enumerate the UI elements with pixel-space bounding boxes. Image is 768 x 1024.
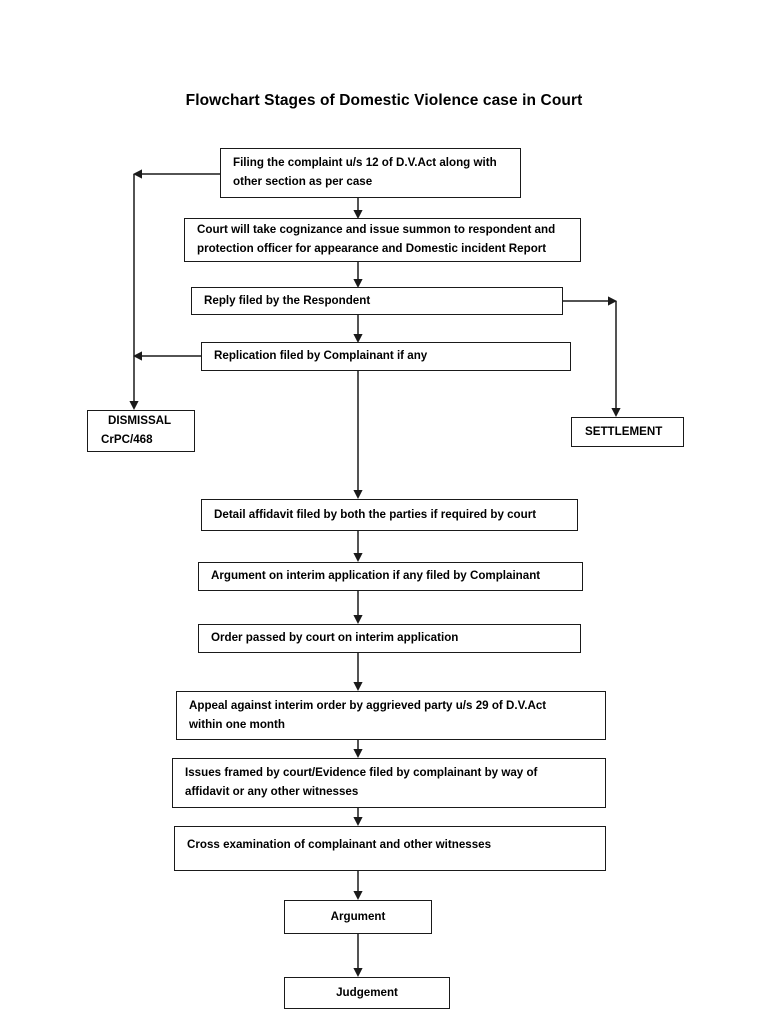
arrowhead-cross — [353, 817, 363, 826]
node-line: Issues framed by court/Evidence filed by… — [185, 766, 538, 780]
node-replication-filed[interactable]: Replication filed by Complainant if any — [201, 342, 571, 371]
node-detail-affidavit[interactable]: Detail affidavit filed by both the parti… — [201, 499, 578, 531]
arrowhead-left-rail-mid — [133, 351, 142, 361]
arrowhead-right-rail-top — [608, 296, 617, 306]
node-line: Filing the complaint u/s 12 of D.V.Act a… — [233, 156, 497, 170]
node-settlement[interactable]: SETTLEMENT — [571, 417, 684, 447]
arrowhead-order-passed — [353, 615, 363, 624]
arrowhead-argument-interim — [353, 553, 363, 562]
node-line: Court will take cognizance and issue sum… — [197, 223, 556, 237]
node-line: within one month — [189, 717, 285, 731]
node-argument[interactable]: Argument — [284, 900, 432, 934]
arrowhead-left-rail-top — [133, 169, 142, 179]
node-filing-complaint[interactable]: Filing the complaint u/s 12 of D.V.Act a… — [220, 148, 521, 198]
arrowhead-appeal — [353, 682, 363, 691]
node-order-passed-interim[interactable]: Order passed by court on interim applica… — [198, 624, 581, 653]
node-line: SETTLEMENT — [585, 424, 663, 438]
arrowhead-settlement — [611, 408, 621, 417]
node-line: CrPC/468 — [101, 433, 153, 446]
node-court-cognizance[interactable]: Court will take cognizance and issue sum… — [184, 218, 581, 262]
node-issues-framed-evidence[interactable]: Issues framed by court/Evidence filed by… — [172, 758, 606, 808]
node-line: other section as per case — [233, 175, 373, 188]
arrowhead-issues — [353, 749, 363, 758]
arrowhead-dismissal — [129, 401, 139, 410]
node-appeal-interim-order[interactable]: Appeal against interim order by aggrieve… — [176, 691, 606, 740]
node-line: Reply filed by the Respondent — [204, 293, 371, 307]
node-line: Judgement — [336, 985, 398, 999]
node-line: Order passed by court on interim applica… — [211, 631, 459, 645]
node-line: protection officer for appearance and Do… — [197, 242, 547, 255]
node-argument-interim-application[interactable]: Argument on interim application if any f… — [198, 562, 583, 591]
node-line: Cross examination of complainant and oth… — [187, 838, 492, 851]
node-cross-examination[interactable]: Cross examination of complainant and oth… — [174, 826, 606, 871]
node-line: Appeal against interim order by aggrieve… — [189, 698, 547, 712]
node-line: Detail affidavit filed by both the parti… — [214, 507, 537, 521]
node-dismissal[interactable]: DISMISSAL CrPC/468 — [87, 410, 195, 452]
node-judgement[interactable]: Judgement — [284, 977, 450, 1009]
node-line: Replication filed by Complainant if any — [214, 349, 428, 363]
node-line: Argument on interim application if any f… — [211, 569, 541, 583]
node-line: affidavit or any other witnesses — [185, 785, 359, 798]
arrowhead-judgement — [353, 968, 363, 977]
node-line: Argument — [330, 909, 386, 923]
arrowhead-argument — [353, 891, 363, 900]
node-line: DISMISSAL — [108, 414, 172, 428]
page-title: Flowchart Stages of Domestic Violence ca… — [185, 92, 583, 109]
node-reply-filed[interactable]: Reply filed by the Respondent — [191, 287, 563, 315]
arrowhead-affidavit — [353, 490, 363, 499]
